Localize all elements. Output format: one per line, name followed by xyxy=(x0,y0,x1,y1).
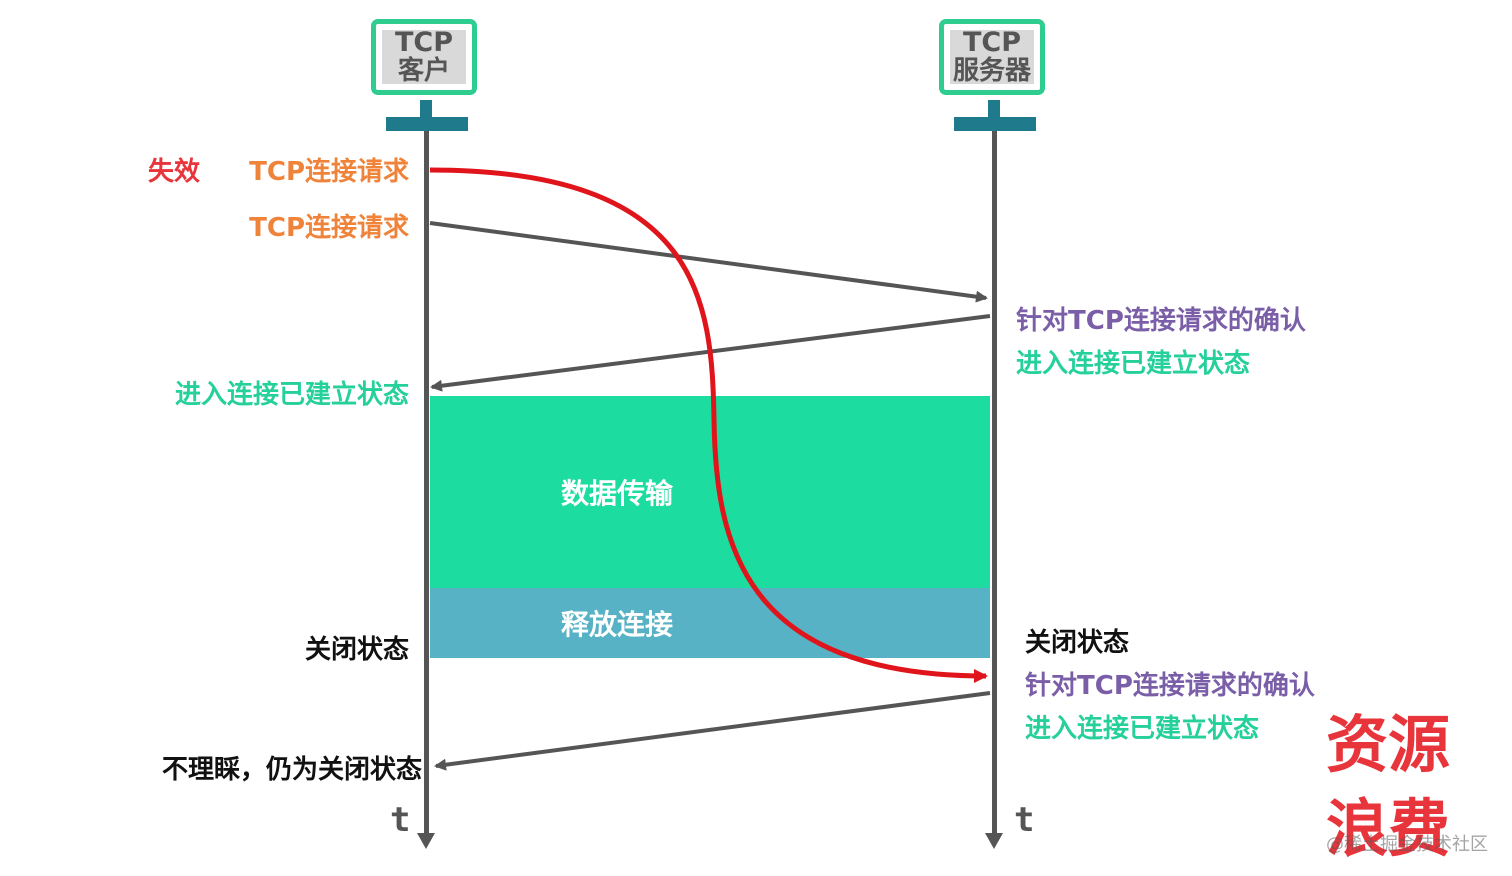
client-timeline-arrowhead xyxy=(417,833,435,849)
server-subtitle: 服务器 xyxy=(952,55,1031,86)
request-label: TCP连接请求 xyxy=(249,213,409,243)
resource-waste-stamp-line2: 浪费 xyxy=(1326,792,1451,865)
server-title: TCP xyxy=(962,27,1022,59)
client-closed-label: 关闭状态 xyxy=(304,635,409,665)
client-screen: TCP 客户 xyxy=(382,27,466,86)
stale-request-arrow xyxy=(429,167,988,683)
server-ack1-label: 针对TCP连接请求的确认 xyxy=(1016,306,1306,336)
server-timeline-arrowhead xyxy=(985,833,1003,849)
ack2-arrow xyxy=(434,691,991,771)
client-timeline xyxy=(424,131,429,835)
client-subtitle: 客户 xyxy=(397,55,450,86)
server-closed-label: 关闭状态 xyxy=(1025,628,1130,658)
server-screen: TCP 服务器 xyxy=(950,27,1034,86)
client-ignore-label: 不理睬，仍为关闭状态 xyxy=(161,755,422,785)
data-transfer-label: 数据传输 xyxy=(560,477,673,510)
server-time-label: t xyxy=(1014,800,1035,840)
server-ack2-label: 针对TCP连接请求的确认 xyxy=(1025,671,1315,701)
request-arrow xyxy=(429,221,988,303)
server-timeline xyxy=(992,131,997,835)
client-time-label: t xyxy=(390,800,411,840)
client-stand-base xyxy=(386,117,468,131)
data-transfer-band: 数据传输 xyxy=(430,396,990,588)
client-host: TCP 客户 xyxy=(371,19,477,95)
stale-request-label: TCP连接请求 xyxy=(249,157,409,187)
server-host: TCP 服务器 xyxy=(939,19,1045,95)
client-established-label: 进入连接已建立状态 xyxy=(174,380,409,410)
server-stand-neck xyxy=(988,100,1000,118)
resource-waste-stamp-line1: 资源 xyxy=(1326,708,1451,781)
server-stand-base xyxy=(954,117,1036,131)
invalid-label: 失效 xyxy=(148,157,201,187)
server-established2-label: 进入连接已建立状态 xyxy=(1025,714,1260,744)
watermark: @稀土掘金技术社区 xyxy=(1326,834,1488,855)
release-band: 释放连接 xyxy=(430,588,990,658)
client-stand-neck xyxy=(420,100,432,118)
server-established1-label: 进入连接已建立状态 xyxy=(1016,349,1251,379)
release-label: 释放连接 xyxy=(560,608,673,641)
client-title: TCP xyxy=(394,27,454,59)
